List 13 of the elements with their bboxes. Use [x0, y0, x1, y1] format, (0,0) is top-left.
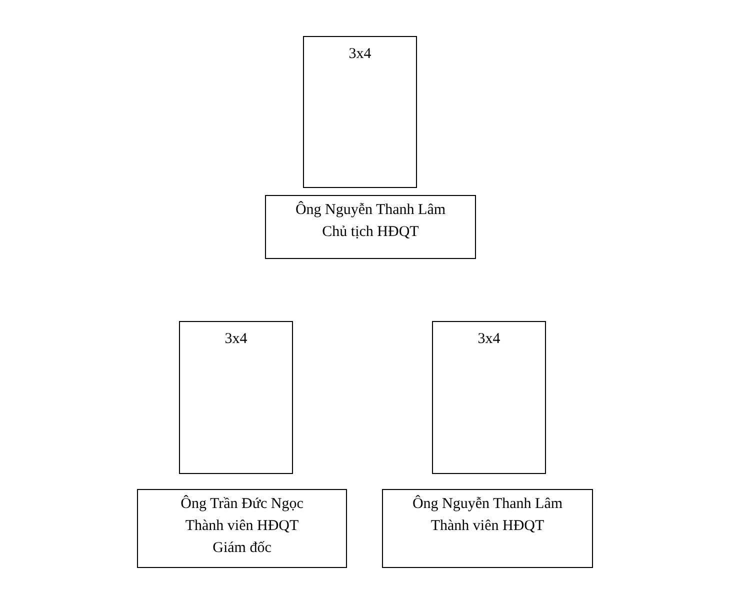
name-box [137, 489, 347, 568]
person-text: Ông Nguyễn Thanh Lâm [411, 494, 564, 514]
name-box [265, 195, 476, 259]
photo-frame: 3x4 [179, 321, 293, 474]
name-box [382, 489, 593, 568]
photo-frame: 3x4 [303, 36, 417, 188]
person-text: Thành viên HĐQT [430, 517, 546, 536]
person-text: Chủ tịch HĐQT [321, 223, 420, 242]
photo-frame: 3x4 [432, 321, 546, 474]
person-text: Giám đốc [212, 539, 272, 558]
person-text: Ông Nguyễn Thanh Lâm [294, 200, 447, 220]
person-text: Thành viên HĐQT [184, 517, 300, 536]
person-text: Ông Trần Đức Ngọc [180, 494, 304, 514]
